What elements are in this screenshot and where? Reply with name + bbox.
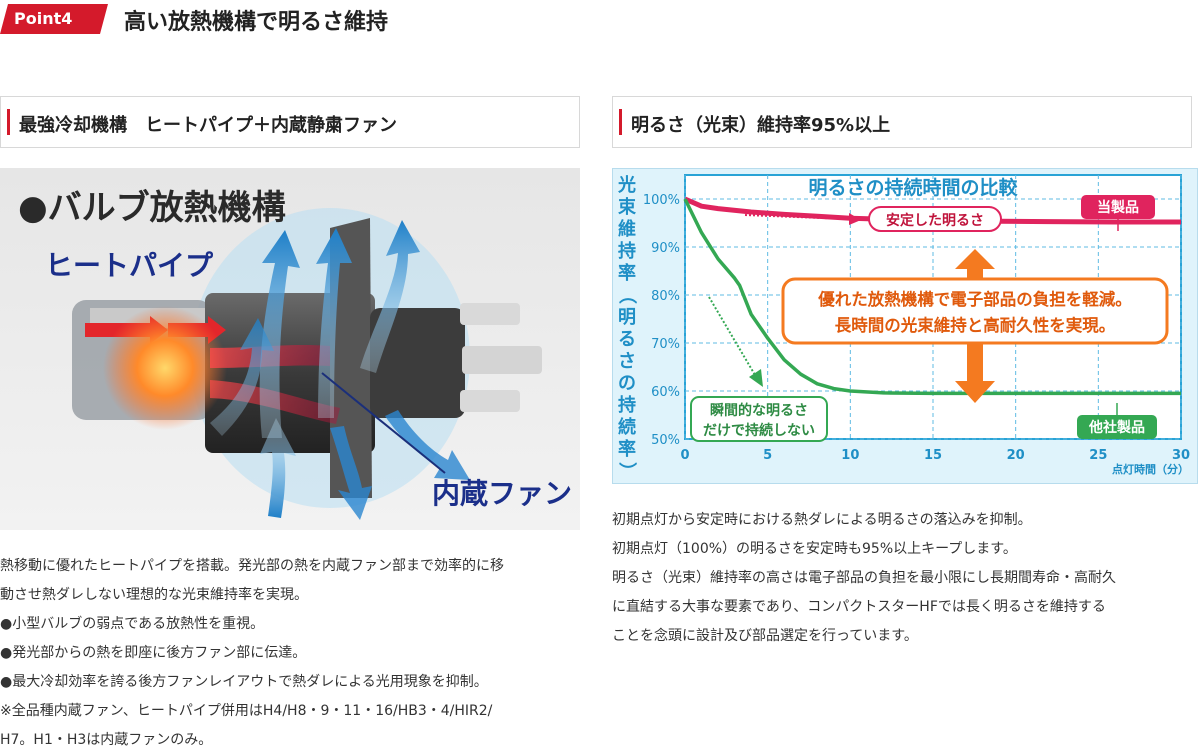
y-tick-label: 80% [651,289,680,304]
heading-accent-bar [7,109,10,135]
momentary-callout-bg [690,396,828,442]
y-tick-label: 60% [651,385,680,400]
message-line1: 優れた放熱機構で電子部品の負担を軽減。 [817,289,1132,309]
y-axis-label-char: 明 [618,307,636,328]
series-label-other-product: 他社製品 [1088,419,1145,436]
series-label-own-product-bg [1081,195,1155,219]
y-axis-label-char: 維 [618,218,636,240]
right-body-text: 初期点灯から安定時における熱ダレによる明るさの落込みを抑制。初期点灯（100%）… [612,506,1192,651]
message-callout-bg [781,277,1169,345]
chart-title: 明るさの持続時間の比較 [808,176,1018,199]
right-heading-text: 明るさ（光束）維持率95%以上 [631,115,891,136]
stable-callout-bg [868,206,1002,232]
paragraph-line: 明るさ（光束）維持率の高さは電子部品の負担を最小限にし長期間寿命・高耐久 [612,570,1116,586]
y-axis-label-char: 束 [618,196,637,218]
y-tick-label: 70% [651,337,680,352]
y-tick-label: 50% [651,433,680,448]
paragraph-line: 動させ熱ダレしない理想的な光束維持率を実現。 [0,587,308,603]
momentary-arrow [708,296,756,376]
paragraph-line: 初期点灯（100%）の明るさを安定時も95%以上キープします。 [612,541,1017,557]
badge-label: Point4 [14,9,73,28]
x-tick-label: 5 [763,448,772,463]
paragraph-line: に直結する大事な要素であり、コンパクトスターHFでは長く明るさを維持する [612,599,1106,615]
x-tick-label: 0 [680,448,689,463]
series-label-other-product-bg [1077,415,1157,439]
series-line-own-product [684,196,1181,225]
bulb-illustration [72,208,542,520]
y-axis-label-char: 持 [618,394,636,416]
y-axis-label-char: の [618,373,636,394]
y-axis-label-char: ） [616,462,637,480]
momentary-callout-line2: だけで持続しない [703,422,815,439]
heading-accent-bar [619,109,622,135]
paragraph-line: H7。H1・H3は内蔵ファンのみ。 [0,732,213,748]
left-body-text: 熱移動に優れたヒートパイプを搭載。発光部の熱を内蔵ファン部まで効率的に移動させ熱… [0,552,580,755]
bulb-cooling-diagram: ●バルブ放熱機構 ヒートパイプ 内蔵ファン [0,168,580,530]
x-tick-label: 30 [1172,448,1190,463]
heatpipe-label: ヒートパイプ [45,249,214,282]
paragraph-line: 初期点灯から安定時における熱ダレによる明るさの落込みを抑制。 [612,512,1032,528]
y-tick-label: 90% [651,241,680,256]
y-axis-label-char: 率 [618,438,636,460]
momentary-callout-line1: 瞬間的な明るさ [710,402,808,419]
paragraph-line: ことを念頭に設計及び部品選定を行っています。 [612,628,918,644]
paragraph-line: ●小型バルブの弱点である放熱性を重視。 [0,616,265,632]
y-axis-label-char: 光 [617,174,636,196]
y-axis-label-char: （ [616,286,637,304]
x-tick-label: 25 [1089,448,1107,463]
left-section-heading: 最強冷却機構 ヒートパイプ＋内蔵静粛ファン [0,96,580,148]
y-axis-label-char: る [618,329,636,350]
diagram-title: ●バルブ放熱機構 [18,188,286,228]
y-tick-label: 100% [643,193,680,208]
point-badge: Point4 [0,4,108,34]
y-axis-label-char: さ [618,351,636,372]
x-tick-label: 15 [924,448,942,463]
stable-callout: 安定した明るさ [886,212,984,229]
paragraph-line: ●発光部からの熱を即座に後方ファン部に伝達。 [0,645,307,661]
momentary-arrowhead [749,369,763,387]
message-line2: 長時間の光束維持と高耐久性を実現。 [835,315,1116,335]
paragraph-line: 熱移動に優れたヒートパイプを搭載。発光部の熱を内蔵ファン部まで効率的に移 [0,558,504,574]
y-axis-label-char: 持 [618,240,636,262]
badge-shape [0,4,108,34]
x-tick-label: 20 [1007,448,1025,463]
y-axis-label-char: 続 [618,416,636,438]
right-section-heading: 明るさ（光束）維持率95%以上 [612,96,1192,148]
paragraph-line: ※全品種内蔵ファン、ヒートパイプ併用はH4/H8・9・11・16/HB3・4/H… [0,703,493,719]
x-axis-label: 点灯時間（分） [1112,462,1189,476]
series-label-own-product: 当製品 [1097,199,1139,216]
stable-arrowhead [849,213,861,225]
series-line-other-product [683,198,1181,396]
left-heading-text: 最強冷却機構 ヒートパイプ＋内蔵静粛ファン [19,115,397,136]
stable-arrow [744,214,850,220]
page-title: 高い放熱機構で明るさ維持 [124,10,389,35]
x-tick-label: 10 [841,448,859,463]
paragraph-line: ●最大冷却効率を誇る後方ファンレイアウトで熱ダレによる光用現象を抑制。 [0,674,488,690]
y-axis-label-char: 率 [618,262,636,284]
fan-label: 内蔵ファン [432,477,573,510]
